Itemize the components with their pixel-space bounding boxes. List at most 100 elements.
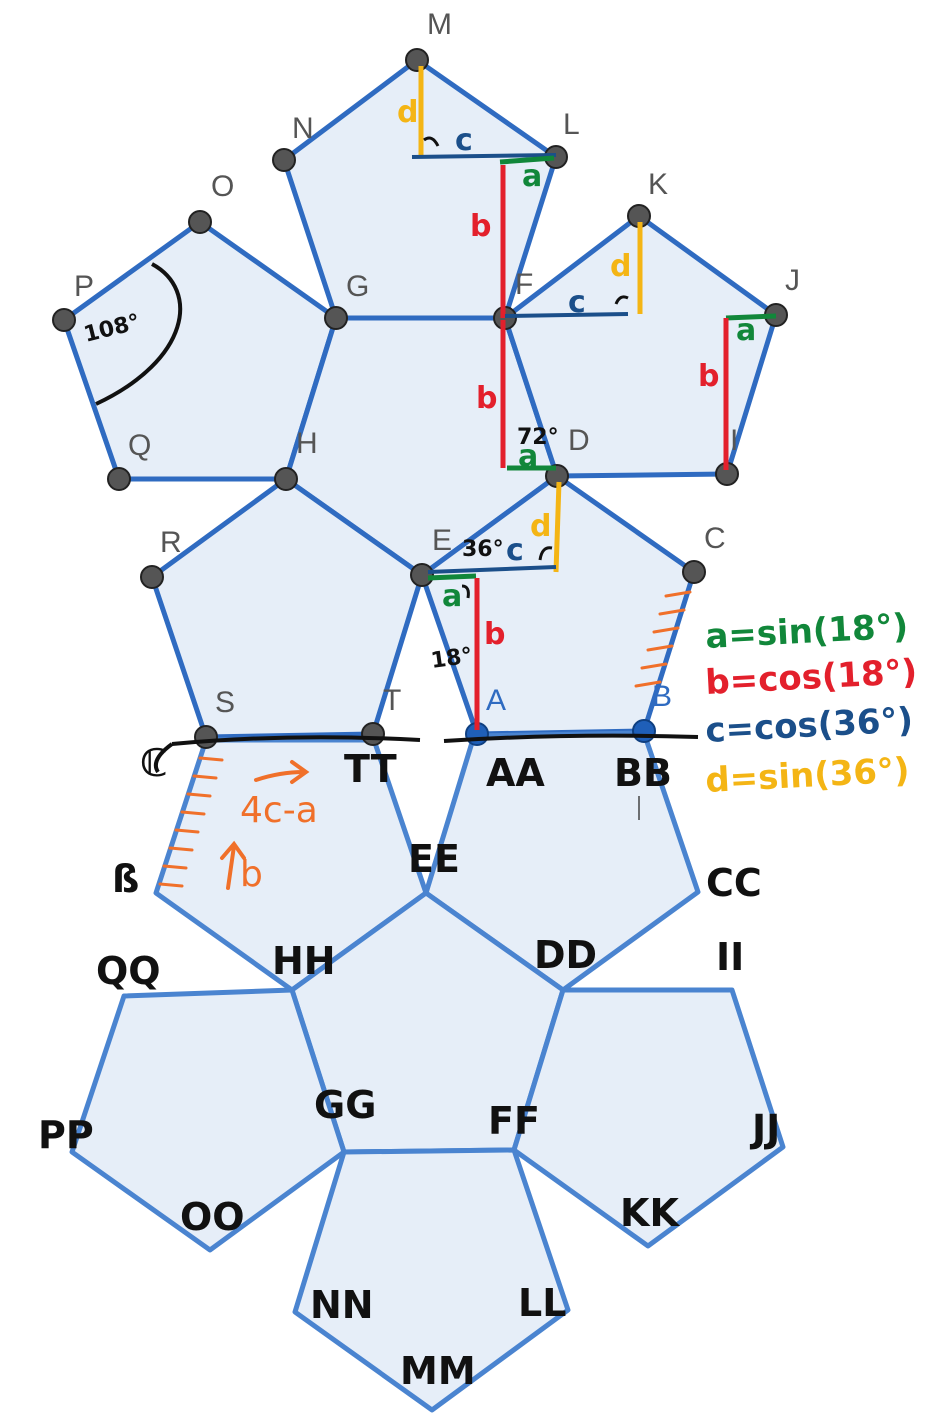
formula-a: a=sin(18°) [704, 606, 909, 657]
label-tt: TT [344, 747, 397, 791]
label-cc: CC [706, 861, 762, 905]
orange-arrow-up [220, 840, 246, 890]
seg-letter-a-4: a [442, 579, 462, 614]
face-top-fkjid [502, 213, 779, 479]
label-o: O [211, 170, 234, 203]
vertex-dot-q [107, 467, 131, 491]
seg-letter-c-2: c [568, 285, 586, 320]
seg-letter-d-1: d [397, 95, 418, 130]
orange-hatch-cb [634, 590, 692, 688]
handwritten-vertex-labels: ℂ TT AA BB EE CC ß QQ HH DD II PP GG FF … [38, 741, 780, 1393]
label-gg: GG [314, 1083, 376, 1127]
label-ll: LL [518, 1281, 566, 1325]
label-a: A [486, 684, 506, 717]
segment-d-yellow-d [553, 481, 562, 573]
label-i: I [730, 424, 738, 457]
seg-letter-a-3: a [518, 439, 538, 474]
seg-letter-c-1: c [455, 123, 473, 158]
label-h: H [296, 427, 318, 460]
orange-note-4c-a: 4c-a [240, 790, 318, 831]
label-l: L [563, 108, 580, 141]
angle-arc-108 [95, 262, 183, 406]
label-r: R [160, 526, 182, 559]
segment-a-green-l [499, 155, 555, 165]
face-bottom-dd-ii-jj-kk-ff [511, 987, 786, 1249]
vertex-dot-t [361, 722, 385, 746]
formula-b: b=cos(18°) [704, 652, 918, 703]
label-g: G [346, 270, 369, 303]
vertex-dot-p [52, 308, 76, 332]
label-c-script: ℂ [140, 741, 168, 785]
vertex-dot-g [324, 306, 348, 330]
label-qq: QQ [96, 949, 161, 993]
label-kk: KK [620, 1191, 680, 1235]
orange-arrow-right [254, 760, 310, 784]
seg-letter-c-3: c [506, 533, 524, 568]
right-angle-mark-m [423, 136, 440, 147]
label-ee: EE [408, 837, 460, 881]
face-top-hets-r [149, 476, 425, 740]
label-dd: DD [534, 933, 597, 977]
label-c: C [704, 522, 726, 555]
label-pp: PP [38, 1113, 94, 1157]
label-jj: JJ [749, 1107, 780, 1151]
label-m: M [427, 8, 452, 41]
segment-c-navy-f [504, 312, 629, 318]
label-k: K [648, 168, 668, 201]
label-bb: BB [614, 751, 672, 795]
label-b: B [652, 680, 672, 713]
label-beta: ß [112, 857, 139, 901]
printed-vertex-labels: M N L O K P G F J Q H D I R E C S T A B [74, 8, 800, 719]
label-f: F [515, 268, 533, 301]
orange-note-b: b [240, 854, 263, 895]
right-angle-mark-d [538, 546, 553, 561]
fold-line-left [171, 735, 421, 746]
seg-letter-b-4: b [484, 617, 505, 652]
formula-c: c=cos(36°) [704, 700, 914, 751]
label-n: N [292, 112, 314, 145]
right-angle-mark-e [461, 584, 470, 599]
seg-letter-a-1: a [522, 159, 542, 194]
label-oo: OO [180, 1195, 245, 1239]
vertex-dot-r [140, 565, 164, 589]
angle-36-label: 36° [462, 537, 504, 562]
label-p: P [74, 270, 94, 303]
face-bottom-gg-ff-ll-mm-nn [292, 1147, 571, 1413]
label-d: D [568, 424, 590, 457]
vertex-dot-s [194, 725, 218, 749]
seg-letter-b-1: b [470, 209, 491, 244]
formula-d: d=sin(36°) [704, 750, 910, 801]
vertex-dot-h [274, 467, 298, 491]
seg-letter-d-2: d [610, 249, 631, 284]
label-hh: HH [272, 939, 336, 983]
label-t: T [383, 684, 401, 717]
vertex-dot-m [405, 48, 429, 72]
segment-a-green-e [427, 573, 477, 581]
label-s: S [215, 686, 235, 719]
face-bottom-hh-qq-pp-oo-gg [69, 987, 347, 1253]
label-mm: MM [400, 1349, 476, 1393]
right-angle-mark-k [614, 295, 629, 305]
seg-letter-b-3: b [476, 381, 497, 416]
label-q: Q [128, 429, 151, 462]
label-nn: NN [310, 1283, 374, 1327]
label-ii: II [716, 935, 744, 979]
vertex-dot-n [272, 148, 296, 172]
orange-hatch-s-beta [158, 756, 224, 888]
segment-a-green-j [725, 313, 777, 321]
fold-line-right [443, 733, 699, 743]
angle-18-label: 18° [429, 643, 474, 674]
label-aa: AA [486, 751, 545, 795]
seg-letter-b-2: b [698, 359, 719, 394]
face-top-edcba [419, 473, 697, 737]
seg-letter-a-2: a [736, 313, 756, 348]
formula-legend: a=sin(18°) b=cos(18°) c=cos(36°) d=sin(3… [704, 606, 918, 801]
vertex-dot-b [632, 719, 656, 743]
seg-letter-d-3: d [530, 509, 551, 544]
vertex-dot-e [410, 563, 434, 587]
fold-line-hook [153, 742, 174, 774]
segment-c-navy-m [411, 153, 557, 159]
label-j: J [785, 264, 800, 297]
